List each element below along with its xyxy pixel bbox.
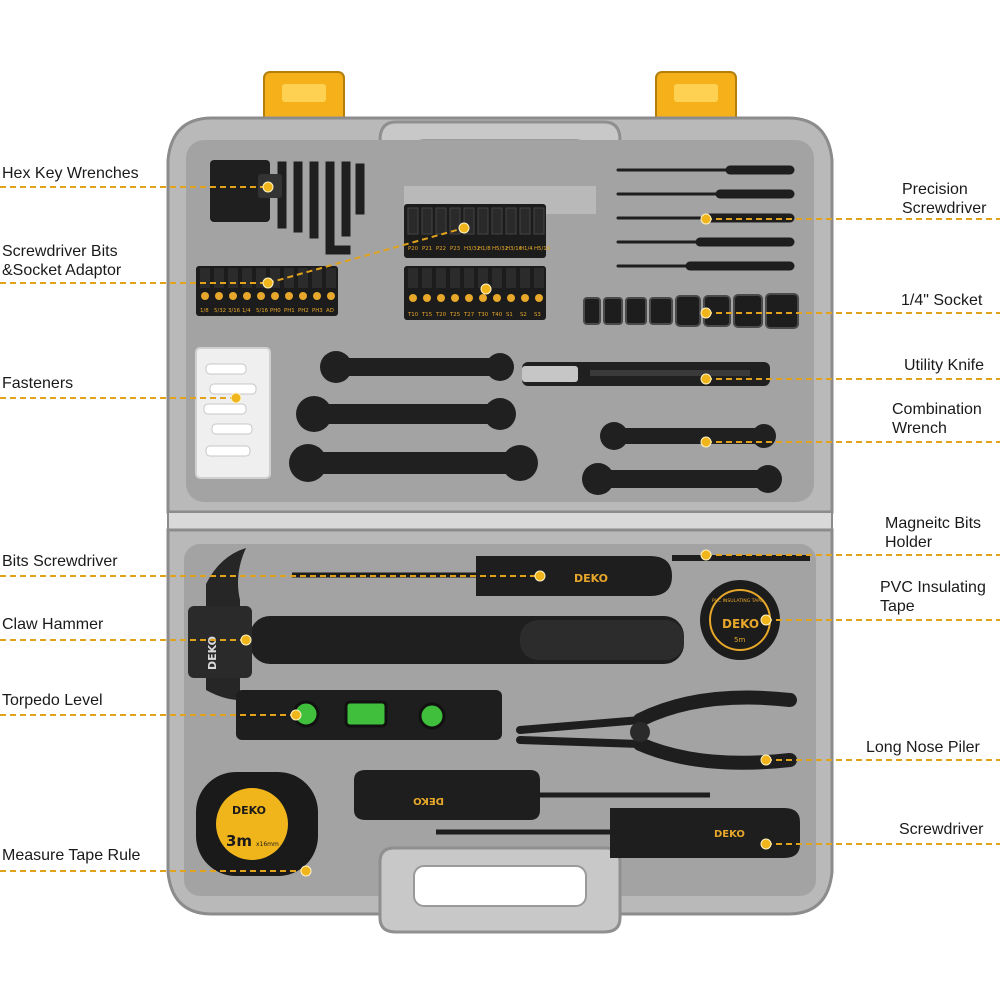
pvc-tape-label: PVC INSULATING TAPE bbox=[712, 598, 763, 604]
claw-hammer: DEKO bbox=[188, 548, 684, 700]
pvc-tape-size: 5m bbox=[734, 636, 745, 644]
bit-size-label: P21 bbox=[422, 246, 432, 252]
bit-size-label: T30 bbox=[477, 312, 489, 318]
label-magnetic-bits-holder: Magneitc Bits Holder bbox=[885, 515, 982, 551]
screwdriver-flat: DEKO bbox=[354, 770, 710, 820]
leader-lines bbox=[0, 186, 1000, 872]
bit-size-label: 3/16 bbox=[228, 308, 241, 314]
utility-knife bbox=[522, 362, 770, 386]
bit-size-label: PH2 bbox=[298, 308, 309, 314]
brand-mark-screwdriver-flat: DEKO bbox=[413, 795, 444, 806]
label-utility-knife: Utility Knife bbox=[904, 357, 985, 374]
bit-size-label: 5/32 bbox=[214, 308, 226, 314]
bit-size-label: PH1 bbox=[284, 308, 295, 314]
bit-size-label: T20 bbox=[435, 312, 447, 318]
bit-size-label: P23 bbox=[450, 246, 460, 252]
pvc-tape-brand: DEKO bbox=[722, 617, 759, 631]
bit-size-label: T40 bbox=[491, 312, 503, 318]
label-screwdriver: Screwdriver bbox=[899, 821, 984, 838]
bit-size-label: 1/8 bbox=[200, 308, 209, 314]
brand-mark-screwdriver-phillips: DEKO bbox=[714, 829, 745, 840]
brand-mark-hammer: DEKO bbox=[206, 636, 219, 670]
bit-size-label: 1/4 bbox=[242, 308, 251, 314]
bit-size-label: S2 bbox=[520, 312, 527, 318]
label-bits-screwdriver: Bits Screwdriver bbox=[2, 553, 118, 570]
label-torpedo-level: Torpedo Level bbox=[2, 692, 103, 709]
bit-size-label: S3 bbox=[534, 312, 541, 318]
bit-size-label: H5/32 bbox=[492, 246, 508, 252]
label-claw-hammer: Claw Hammer bbox=[2, 616, 104, 633]
label-hex-key-wrenches: Hex Key Wrenches bbox=[2, 165, 139, 182]
measure-tape-rule: DEKO 3m x16mm bbox=[196, 772, 318, 876]
label-precision-screwdriver: Precision Screwdriver bbox=[902, 181, 987, 217]
label-long-nose-pliers: Long Nose Piler bbox=[866, 739, 980, 756]
tape-rule-brand: DEKO bbox=[232, 804, 266, 817]
tape-rule-spec: x16mm bbox=[256, 841, 279, 848]
bit-size-label: T15 bbox=[421, 312, 432, 318]
bit-size-label: PH0 bbox=[270, 308, 281, 314]
bit-size-label: T10 bbox=[407, 312, 419, 318]
label-measure-tape-rule: Measure Tape Rule bbox=[2, 847, 141, 864]
screwdriver-phillips: DEKO bbox=[436, 808, 800, 858]
label-socket: 1/4" Socket bbox=[901, 292, 983, 309]
bit-size-label: H3/16 bbox=[506, 246, 523, 252]
wrench-set-small bbox=[582, 422, 782, 495]
case-hinge bbox=[167, 511, 833, 531]
bit-size-label: H3/32 bbox=[464, 246, 480, 252]
bit-size-label: AD bbox=[326, 308, 334, 314]
label-fasteners: Fasteners bbox=[2, 375, 74, 392]
fasteners-box bbox=[195, 347, 271, 479]
bit-size-label: H1/4 bbox=[520, 246, 533, 252]
bit-size-label: H1/8 bbox=[478, 246, 491, 252]
bit-size-label: P20 bbox=[408, 246, 419, 252]
bit-size-label: PH3 bbox=[312, 308, 323, 314]
bit-row-a-bits bbox=[407, 207, 545, 235]
bit-size-label: S1 bbox=[506, 312, 513, 318]
bit-size-label: 5/16 bbox=[256, 308, 269, 314]
bit-size-label: H5/16 bbox=[534, 246, 551, 252]
label-pvc-insulating-tape: PVC Insulating Tape bbox=[880, 579, 986, 615]
torpedo-level bbox=[236, 690, 502, 740]
wrench-set-large bbox=[289, 351, 538, 482]
leader-dots bbox=[230, 181, 772, 877]
label-screwdriver-bits: Screwdriver Bits &Socket Adaptor bbox=[2, 243, 122, 279]
socket-set bbox=[583, 293, 799, 329]
brand-mark-bits-driver: DEKO bbox=[574, 572, 608, 585]
bit-size-label: T25 bbox=[449, 312, 460, 318]
hex-key-set bbox=[210, 160, 365, 255]
tape-rule-size: 3m bbox=[226, 832, 252, 850]
bit-size-label: P22 bbox=[436, 246, 446, 252]
label-combination-wrench: Combination Wrench bbox=[892, 401, 982, 437]
bit-size-label: T27 bbox=[463, 312, 474, 318]
